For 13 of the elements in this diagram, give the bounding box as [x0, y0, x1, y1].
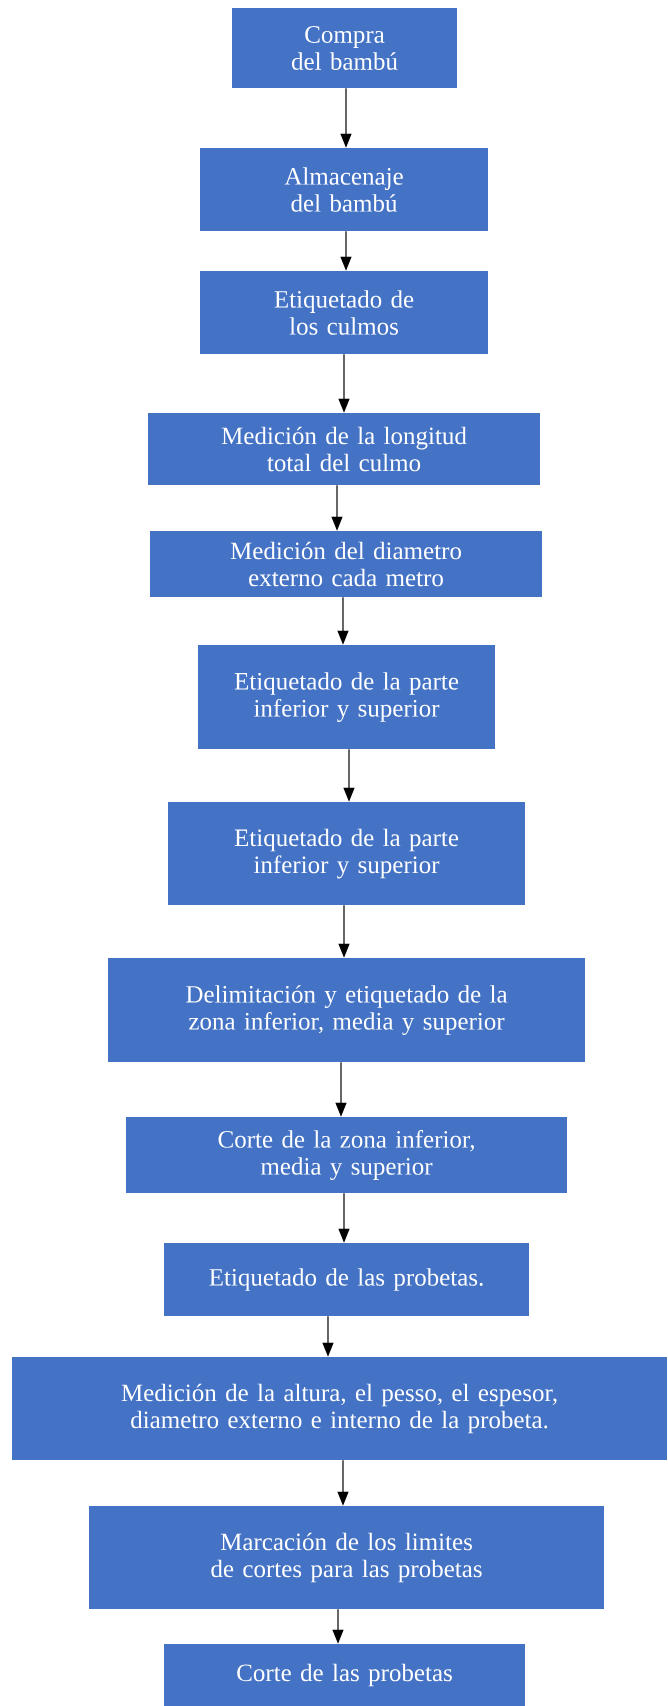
process-box: Almacenaje del bambú — [200, 148, 488, 231]
process-box: Corte de la zona inferior, media y superior — [126, 1117, 567, 1193]
process-box: Etiquetado de los culmos — [200, 271, 488, 354]
process-box: Etiquetado de la parte inferior y superior — [168, 802, 525, 905]
process-box: Marcación de los limites de cortes para las probetas — [89, 1506, 604, 1609]
process-box: Medición del diametro externo cada metro — [150, 531, 542, 597]
process-box: Delimitación y etiquetado de la zona inferior, media y superior — [108, 958, 585, 1062]
process-box: Corte de las probetas — [164, 1644, 525, 1706]
process-box: Etiquetado de las probetas. — [164, 1243, 529, 1316]
process-box: Medición de la longitud total del culmo — [148, 413, 540, 485]
process-box: Compra del bambú — [232, 8, 457, 88]
process-box: Etiquetado de la parte inferior y superior — [198, 645, 495, 749]
process-box: Medición de la altura, el pesso, el espesor, diametro externo e interno de la probeta. — [12, 1357, 667, 1460]
